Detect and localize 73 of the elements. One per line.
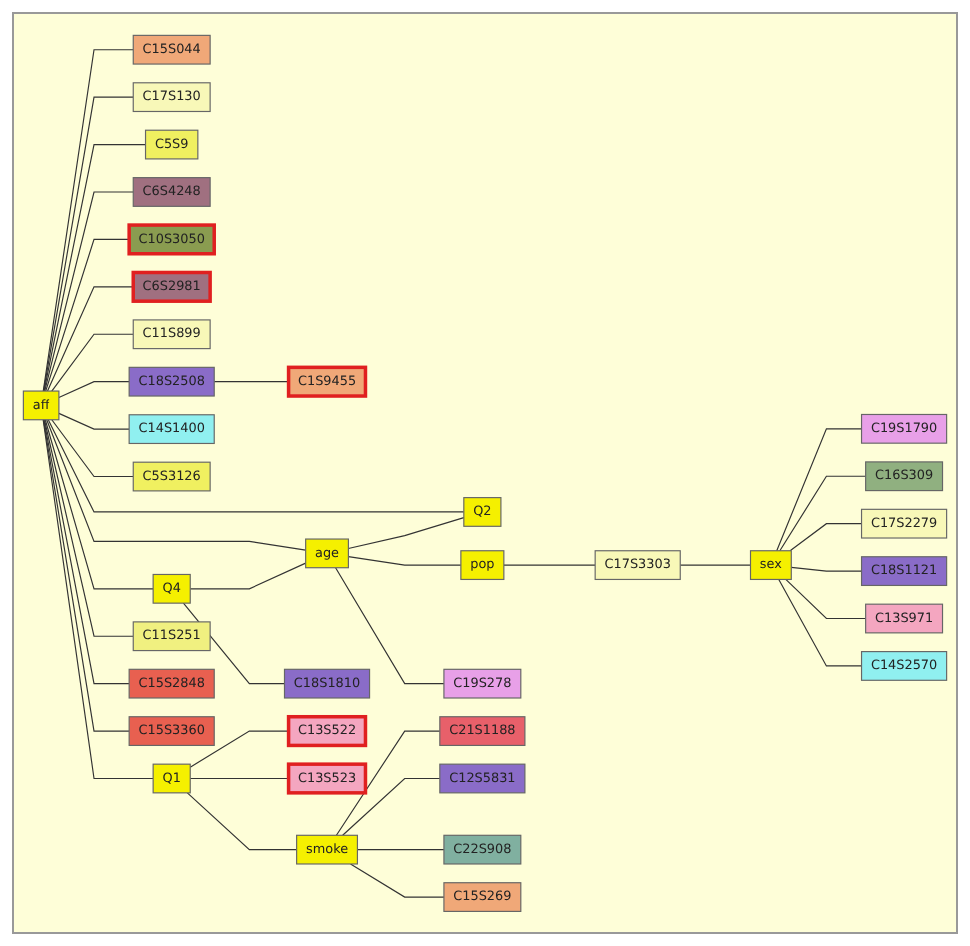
node-box (22, 390, 60, 420)
connector (335, 730, 441, 836)
connector (213, 380, 290, 382)
connector (189, 562, 307, 589)
connector (503, 564, 596, 566)
node-box (860, 508, 948, 539)
node-box (305, 538, 349, 568)
node-box (152, 573, 191, 604)
connector (347, 516, 465, 549)
connector (347, 555, 462, 566)
connector (679, 564, 752, 566)
connector (189, 730, 290, 768)
connector (789, 522, 863, 551)
connector (342, 777, 441, 836)
connector (790, 566, 863, 572)
node-box (128, 715, 215, 746)
connector (44, 191, 134, 392)
node-box (749, 549, 792, 580)
connector (44, 418, 154, 589)
node-box (460, 549, 505, 580)
node-box (443, 834, 522, 865)
node-box (296, 834, 358, 865)
node-box (128, 413, 215, 444)
node-box (132, 176, 211, 207)
node-box (131, 270, 212, 303)
node-box (132, 34, 211, 65)
node-box (132, 620, 211, 651)
connector (186, 791, 298, 850)
node-box (127, 222, 216, 256)
connector (42, 418, 154, 779)
connector (335, 566, 445, 684)
node-box (860, 413, 948, 444)
connector (45, 238, 130, 392)
connector (43, 418, 134, 637)
node-box (443, 668, 522, 699)
node-box (860, 555, 948, 586)
node-box (152, 763, 191, 794)
connector (43, 143, 147, 392)
node-box (283, 668, 371, 699)
node-box (132, 461, 211, 492)
node-box (132, 81, 211, 112)
connector (779, 475, 867, 551)
node-box (439, 763, 526, 794)
connector (778, 578, 863, 667)
node-box (286, 365, 368, 398)
connector (349, 863, 445, 898)
connector (43, 418, 130, 684)
connector (47, 418, 465, 513)
connector (356, 848, 445, 850)
node-box (286, 762, 368, 795)
connector (58, 380, 130, 398)
node-box (860, 650, 948, 681)
node-box (286, 714, 368, 747)
connector (182, 602, 286, 684)
connector (46, 418, 307, 551)
node-box (463, 496, 502, 527)
node-box (132, 318, 211, 349)
connector (776, 427, 863, 551)
node-box (439, 715, 526, 746)
connector (189, 777, 290, 779)
node-box (594, 549, 681, 580)
connector (51, 418, 134, 477)
node-box (144, 129, 199, 160)
connector (42, 418, 130, 732)
connector (58, 412, 130, 430)
node-box (128, 366, 215, 397)
node-box (865, 603, 944, 634)
connector (46, 285, 134, 392)
connector (51, 333, 134, 392)
node-box (865, 460, 944, 491)
connector (785, 578, 867, 619)
node-box (128, 668, 215, 699)
node-box (443, 881, 522, 912)
